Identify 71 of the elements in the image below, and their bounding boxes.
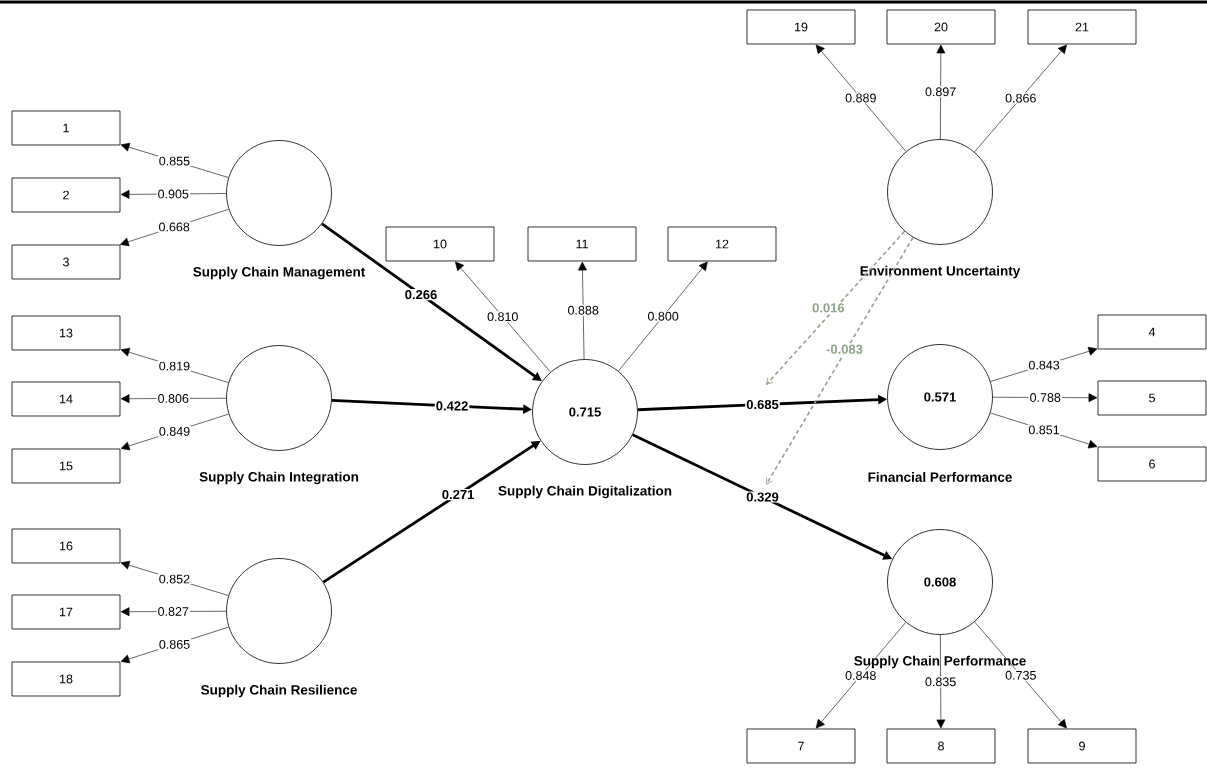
edge-label: 0.329 <box>745 491 780 503</box>
indicator-box: 8 <box>886 728 996 764</box>
edge-label: 0.851 <box>1027 424 1061 436</box>
edge-label: 0.889 <box>844 92 878 104</box>
arrow <box>455 261 551 373</box>
indicator-box: 15 <box>11 448 121 484</box>
edge-label: 0.800 <box>646 310 680 322</box>
indicator-box: 9 <box>1027 728 1137 764</box>
node-label: Financial Performance <box>868 472 1012 482</box>
indicator-box: 19 <box>746 9 856 45</box>
edge-label: 0.905 <box>156 188 190 200</box>
indicator-box: 3 <box>11 244 121 280</box>
edge-label: 0.735 <box>1004 669 1038 681</box>
indicator-box: 16 <box>11 528 121 564</box>
arrow <box>765 236 914 485</box>
edge-label: 0.865 <box>157 638 192 650</box>
indicator-box: 6 <box>1097 446 1207 482</box>
edge-label: 0.271 <box>440 488 476 501</box>
indicator-box: 17 <box>11 594 121 630</box>
indicator-box: 10 <box>385 226 495 262</box>
edge-label: 0.422 <box>434 400 470 412</box>
arrow <box>992 393 1098 403</box>
edge-label: 0.852 <box>157 573 192 585</box>
edge-label: 0.266 <box>403 289 439 301</box>
arrow <box>766 230 906 385</box>
node-label: Supply Chain Management <box>193 266 366 280</box>
arrow <box>936 44 946 140</box>
indicator-box: 14 <box>11 381 121 417</box>
edge-label: 0.016 <box>811 302 846 314</box>
indicator-box: 20 <box>886 9 996 45</box>
edge-label: 0.866 <box>1004 92 1038 104</box>
indicator-box: 12 <box>667 226 777 262</box>
arrow <box>578 261 587 360</box>
edge-label: 0.835 <box>923 676 958 688</box>
arrow <box>120 394 227 404</box>
edge-label: 0.806 <box>156 393 190 404</box>
edge-label: 0.843 <box>1027 359 1061 371</box>
node-label: Supply Chain Resilience <box>201 684 357 698</box>
edge-label: 0.848 <box>844 670 878 681</box>
node-label: Supply Chain Integration <box>199 471 359 485</box>
indicator-box: 7 <box>746 728 856 764</box>
edge-label: 0.668 <box>157 221 191 233</box>
node-label: Supply Chain Digitalization <box>498 485 672 499</box>
edge-label: 0.685 <box>745 398 780 411</box>
arrow <box>815 622 907 729</box>
indicator-box: 2 <box>11 177 121 213</box>
edge-label: 0.827 <box>156 606 190 617</box>
arrow <box>974 621 1067 729</box>
edge-label: 0.810 <box>486 311 520 323</box>
indicator-box: 5 <box>1097 380 1207 416</box>
edge-label: 0.888 <box>566 304 600 316</box>
edge-label: 0.897 <box>923 86 958 98</box>
arrow <box>120 607 227 617</box>
edge-label: 0.819 <box>157 360 192 372</box>
indicator-box: 21 <box>1027 9 1137 45</box>
edge-label: 0.788 <box>1028 392 1062 403</box>
arrow <box>974 44 1067 153</box>
arrow <box>618 261 708 372</box>
node-label: Environment Uncertainty <box>860 265 1021 279</box>
indicator-box: 13 <box>11 315 121 351</box>
arrow <box>936 634 946 729</box>
indicator-box: 4 <box>1097 314 1207 350</box>
indicator-box: 1 <box>11 110 121 146</box>
arrow <box>815 44 907 152</box>
edge-label: 0.855 <box>157 155 192 167</box>
indicator-box: 11 <box>527 226 637 262</box>
edge-label: -0.083 <box>825 343 864 355</box>
node-label: Supply Chain Performance <box>854 655 1026 669</box>
edge-label: 0.849 <box>157 425 192 437</box>
indicator-box: 18 <box>11 661 121 697</box>
arrow <box>120 190 227 199</box>
